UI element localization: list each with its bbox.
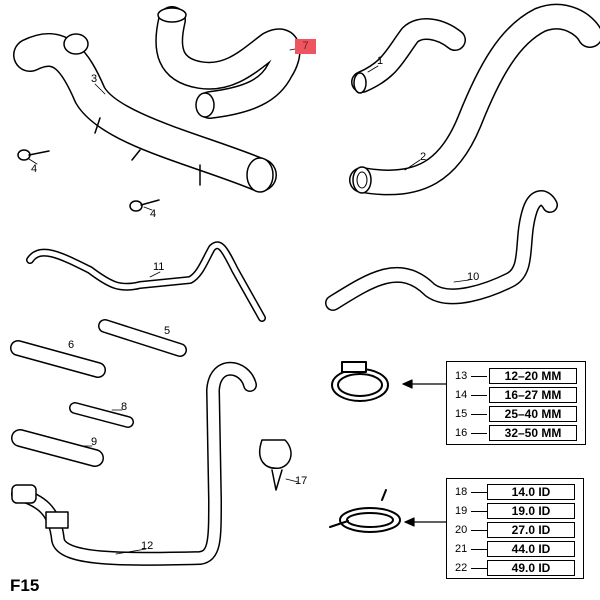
spring-clamp[interactable]: [329, 489, 401, 533]
callout-4b: 4: [150, 208, 157, 220]
callout-3: 3: [91, 73, 98, 85]
bolt-4a[interactable]: [17, 149, 50, 161]
callout-11: 11: [153, 261, 165, 273]
arrow-to-spring-clamp-table: [404, 517, 447, 527]
hose-1[interactable]: [351, 18, 466, 94]
size-label: 12–20 MM: [489, 368, 577, 384]
callout-9: 9: [91, 436, 98, 448]
hose-2[interactable]: [349, 3, 600, 196]
hose-8[interactable]: [69, 402, 134, 428]
size-label: 19.0 ID: [487, 503, 575, 519]
callout-10: 10: [467, 271, 480, 283]
hose-6[interactable]: [10, 340, 106, 378]
callout-2: 2: [420, 151, 427, 163]
diagram-title: F15: [10, 576, 40, 595]
pipe-12[interactable]: [11, 361, 257, 566]
size-label: 27.0 ID: [487, 522, 575, 538]
size-label: 14.0 ID: [487, 484, 575, 500]
size-label: 32–50 MM: [489, 425, 577, 441]
callout-1: 1: [377, 55, 384, 67]
callout-7-highlighted[interactable]: 7: [295, 39, 316, 54]
callout-17: 17: [295, 475, 308, 487]
callout-12: 12: [141, 540, 154, 552]
worm-hose-clamp[interactable]: [331, 361, 389, 402]
clip-17[interactable]: [259, 439, 292, 491]
size-label: 44.0 ID: [487, 541, 575, 557]
pipe-3[interactable]: [13, 33, 277, 193]
arrow-to-hose-clamp-table: [402, 379, 447, 389]
hose-10[interactable]: [325, 190, 558, 311]
callout-4a: 4: [31, 163, 38, 175]
pipe-11[interactable]: [26, 241, 266, 322]
hose-9[interactable]: [11, 429, 104, 467]
hose-5[interactable]: [98, 319, 187, 357]
callout-8: 8: [121, 401, 128, 413]
hose-7[interactable]: [155, 6, 301, 119]
size-label: 25–40 MM: [489, 406, 577, 422]
bolt-4b[interactable]: [129, 199, 160, 212]
size-label: 49.0 ID: [487, 560, 575, 576]
callout-6: 6: [68, 339, 75, 351]
size-label: 16–27 MM: [489, 387, 577, 403]
callout-5: 5: [164, 325, 171, 337]
